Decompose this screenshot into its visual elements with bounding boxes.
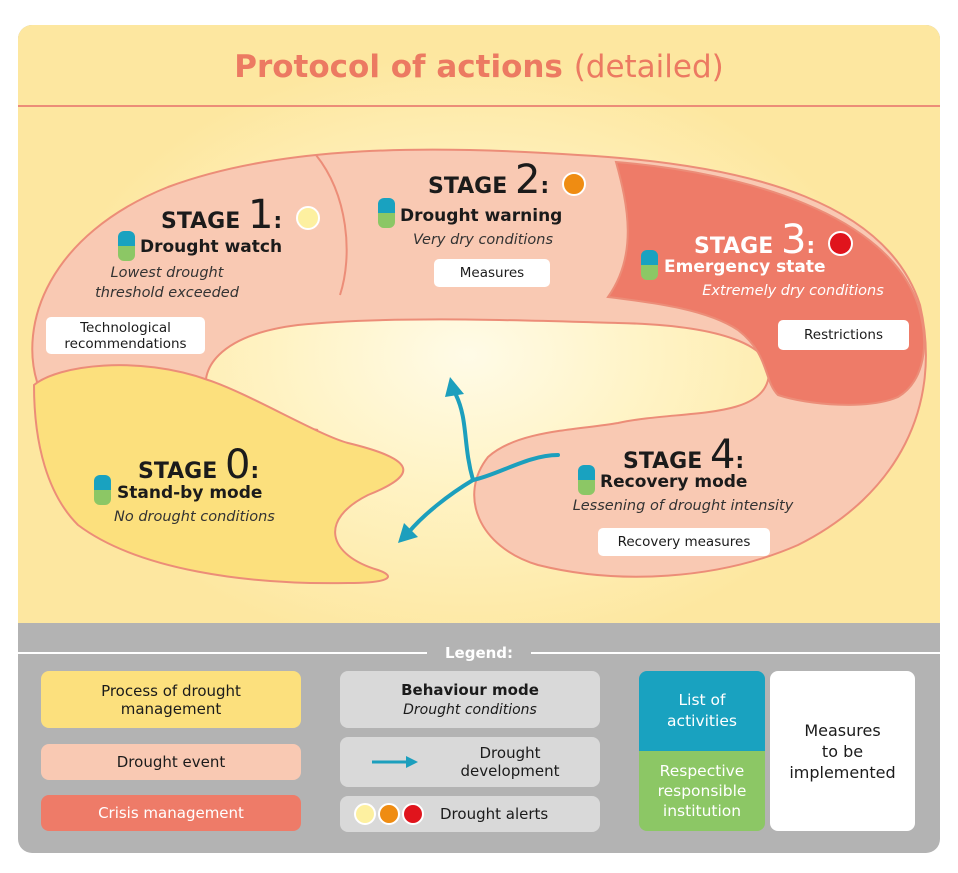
- legend-measures: Measures to be implemented: [770, 671, 915, 831]
- stage3-condition: Extremely dry conditions: [702, 283, 884, 299]
- legend-behaviour-title: Behaviour mode: [401, 680, 539, 699]
- stage1-number: 1: [247, 192, 274, 238]
- legend-activities-line1: List of: [678, 691, 726, 709]
- legend-activities-line2: activities: [667, 712, 737, 730]
- stage1-stage2-divider: [315, 154, 348, 296]
- flow-arrow-icon: [372, 756, 418, 768]
- stage4-condition: Lessening of drought intensity: [572, 498, 794, 514]
- stage3-number: 3: [780, 217, 807, 263]
- legend-alerts: Drought alerts: [340, 796, 600, 832]
- stage4-number: 4: [709, 432, 736, 478]
- legend-process-line1: Process of drought: [101, 681, 241, 700]
- legend-activities: List of activities: [639, 671, 765, 751]
- stage2-number: 2: [514, 157, 541, 203]
- stage0-label: STAGE 0:: [138, 442, 260, 488]
- legend-measures-line1: Measures: [804, 720, 881, 740]
- legend-process: Process of drought management: [41, 671, 301, 728]
- legend-institution: Respective responsible institution: [639, 751, 765, 831]
- stage1-word: STAGE: [161, 209, 241, 234]
- arrow-head-up: [445, 377, 464, 397]
- stage4-word: STAGE: [623, 449, 703, 474]
- stage1-label: STAGE 1:: [161, 192, 283, 238]
- alert-dot-icon: [562, 172, 586, 196]
- stage2-label: STAGE 2:: [428, 157, 550, 203]
- title-sub: (detailed): [573, 49, 724, 85]
- stage4-mode: Recovery mode: [600, 472, 748, 492]
- stage1-box-line2: recommendations: [64, 335, 187, 352]
- stage1-box-line1: Technological: [80, 319, 171, 336]
- legend-behaviour-sub: Drought conditions: [403, 701, 537, 718]
- stage3-word: STAGE: [694, 234, 774, 259]
- legend-alerts-label: Drought alerts: [440, 805, 549, 823]
- legend-development-line1: Drought: [479, 744, 541, 762]
- legend-institution-line2: responsible: [657, 782, 747, 800]
- stage0-mode: Stand-by mode: [117, 483, 263, 503]
- alert-dot-icon: [296, 206, 320, 230]
- activity-institution-indicator-icon: [378, 198, 395, 228]
- legend-development-line2: development: [460, 762, 560, 780]
- title-divider: [18, 105, 940, 107]
- stage3-mode: Emergency state: [664, 257, 826, 277]
- stage3-label: STAGE 3:: [694, 217, 816, 263]
- stage3-actions-box: Restrictions: [778, 320, 909, 350]
- alert-dot-icon: [354, 803, 376, 825]
- stage4-actions-box: Recovery measures: [598, 528, 770, 556]
- legend-crisis: Crisis management: [41, 795, 301, 831]
- stage2-condition: Very dry conditions: [412, 232, 554, 248]
- title-main: Protocol of actions: [234, 49, 563, 85]
- legend-behaviour: Behaviour mode Drought conditions: [340, 671, 600, 728]
- legend-title: Legend:: [427, 642, 531, 664]
- stage1-mode: Drought watch: [140, 237, 283, 257]
- legend-event: Drought event: [41, 744, 301, 780]
- stage1-condition-line1: Lowest drought: [110, 265, 224, 281]
- activity-institution-indicator-icon: [641, 250, 658, 280]
- legend-institution-line1: Respective: [659, 762, 745, 780]
- legend-measures-line3: implemented: [789, 762, 896, 782]
- stage1-actions-box: Technological recommendations: [46, 317, 205, 354]
- alert-dot-icon: [828, 231, 853, 256]
- flow-arrow-icon: [406, 393, 560, 535]
- stage1-condition-line2: threshold exceeded: [95, 285, 239, 301]
- legend-indicator: List of activities Respective responsibl…: [639, 671, 765, 831]
- stage0-word: STAGE: [138, 459, 218, 484]
- stage2-word: STAGE: [428, 174, 508, 199]
- legend-development: Drought development: [340, 737, 600, 787]
- stage2-mode: Drought warning: [400, 206, 563, 226]
- stage0-condition: No drought conditions: [114, 509, 275, 525]
- stand-by-region: [32, 364, 405, 585]
- stage4-label: STAGE 4:: [623, 432, 745, 478]
- stage2-actions-box: Measures: [434, 259, 550, 287]
- legend-measures-line2: to be: [821, 741, 864, 761]
- alert-dot-icon: [378, 803, 400, 825]
- arrow-head-down: [398, 523, 418, 543]
- legend-process-line2: management: [120, 699, 222, 718]
- protocol-card: Protocol of actions (detailed) STAGE 1: …: [18, 25, 940, 853]
- activity-institution-indicator-icon: [94, 475, 111, 505]
- page-title: Protocol of actions (detailed): [18, 49, 940, 85]
- activity-institution-indicator-icon: [118, 231, 135, 261]
- activity-institution-indicator-icon: [578, 465, 595, 495]
- legend-institution-line3: institution: [662, 802, 742, 820]
- alert-dot-icon: [402, 803, 424, 825]
- stage0-number: 0: [224, 442, 251, 488]
